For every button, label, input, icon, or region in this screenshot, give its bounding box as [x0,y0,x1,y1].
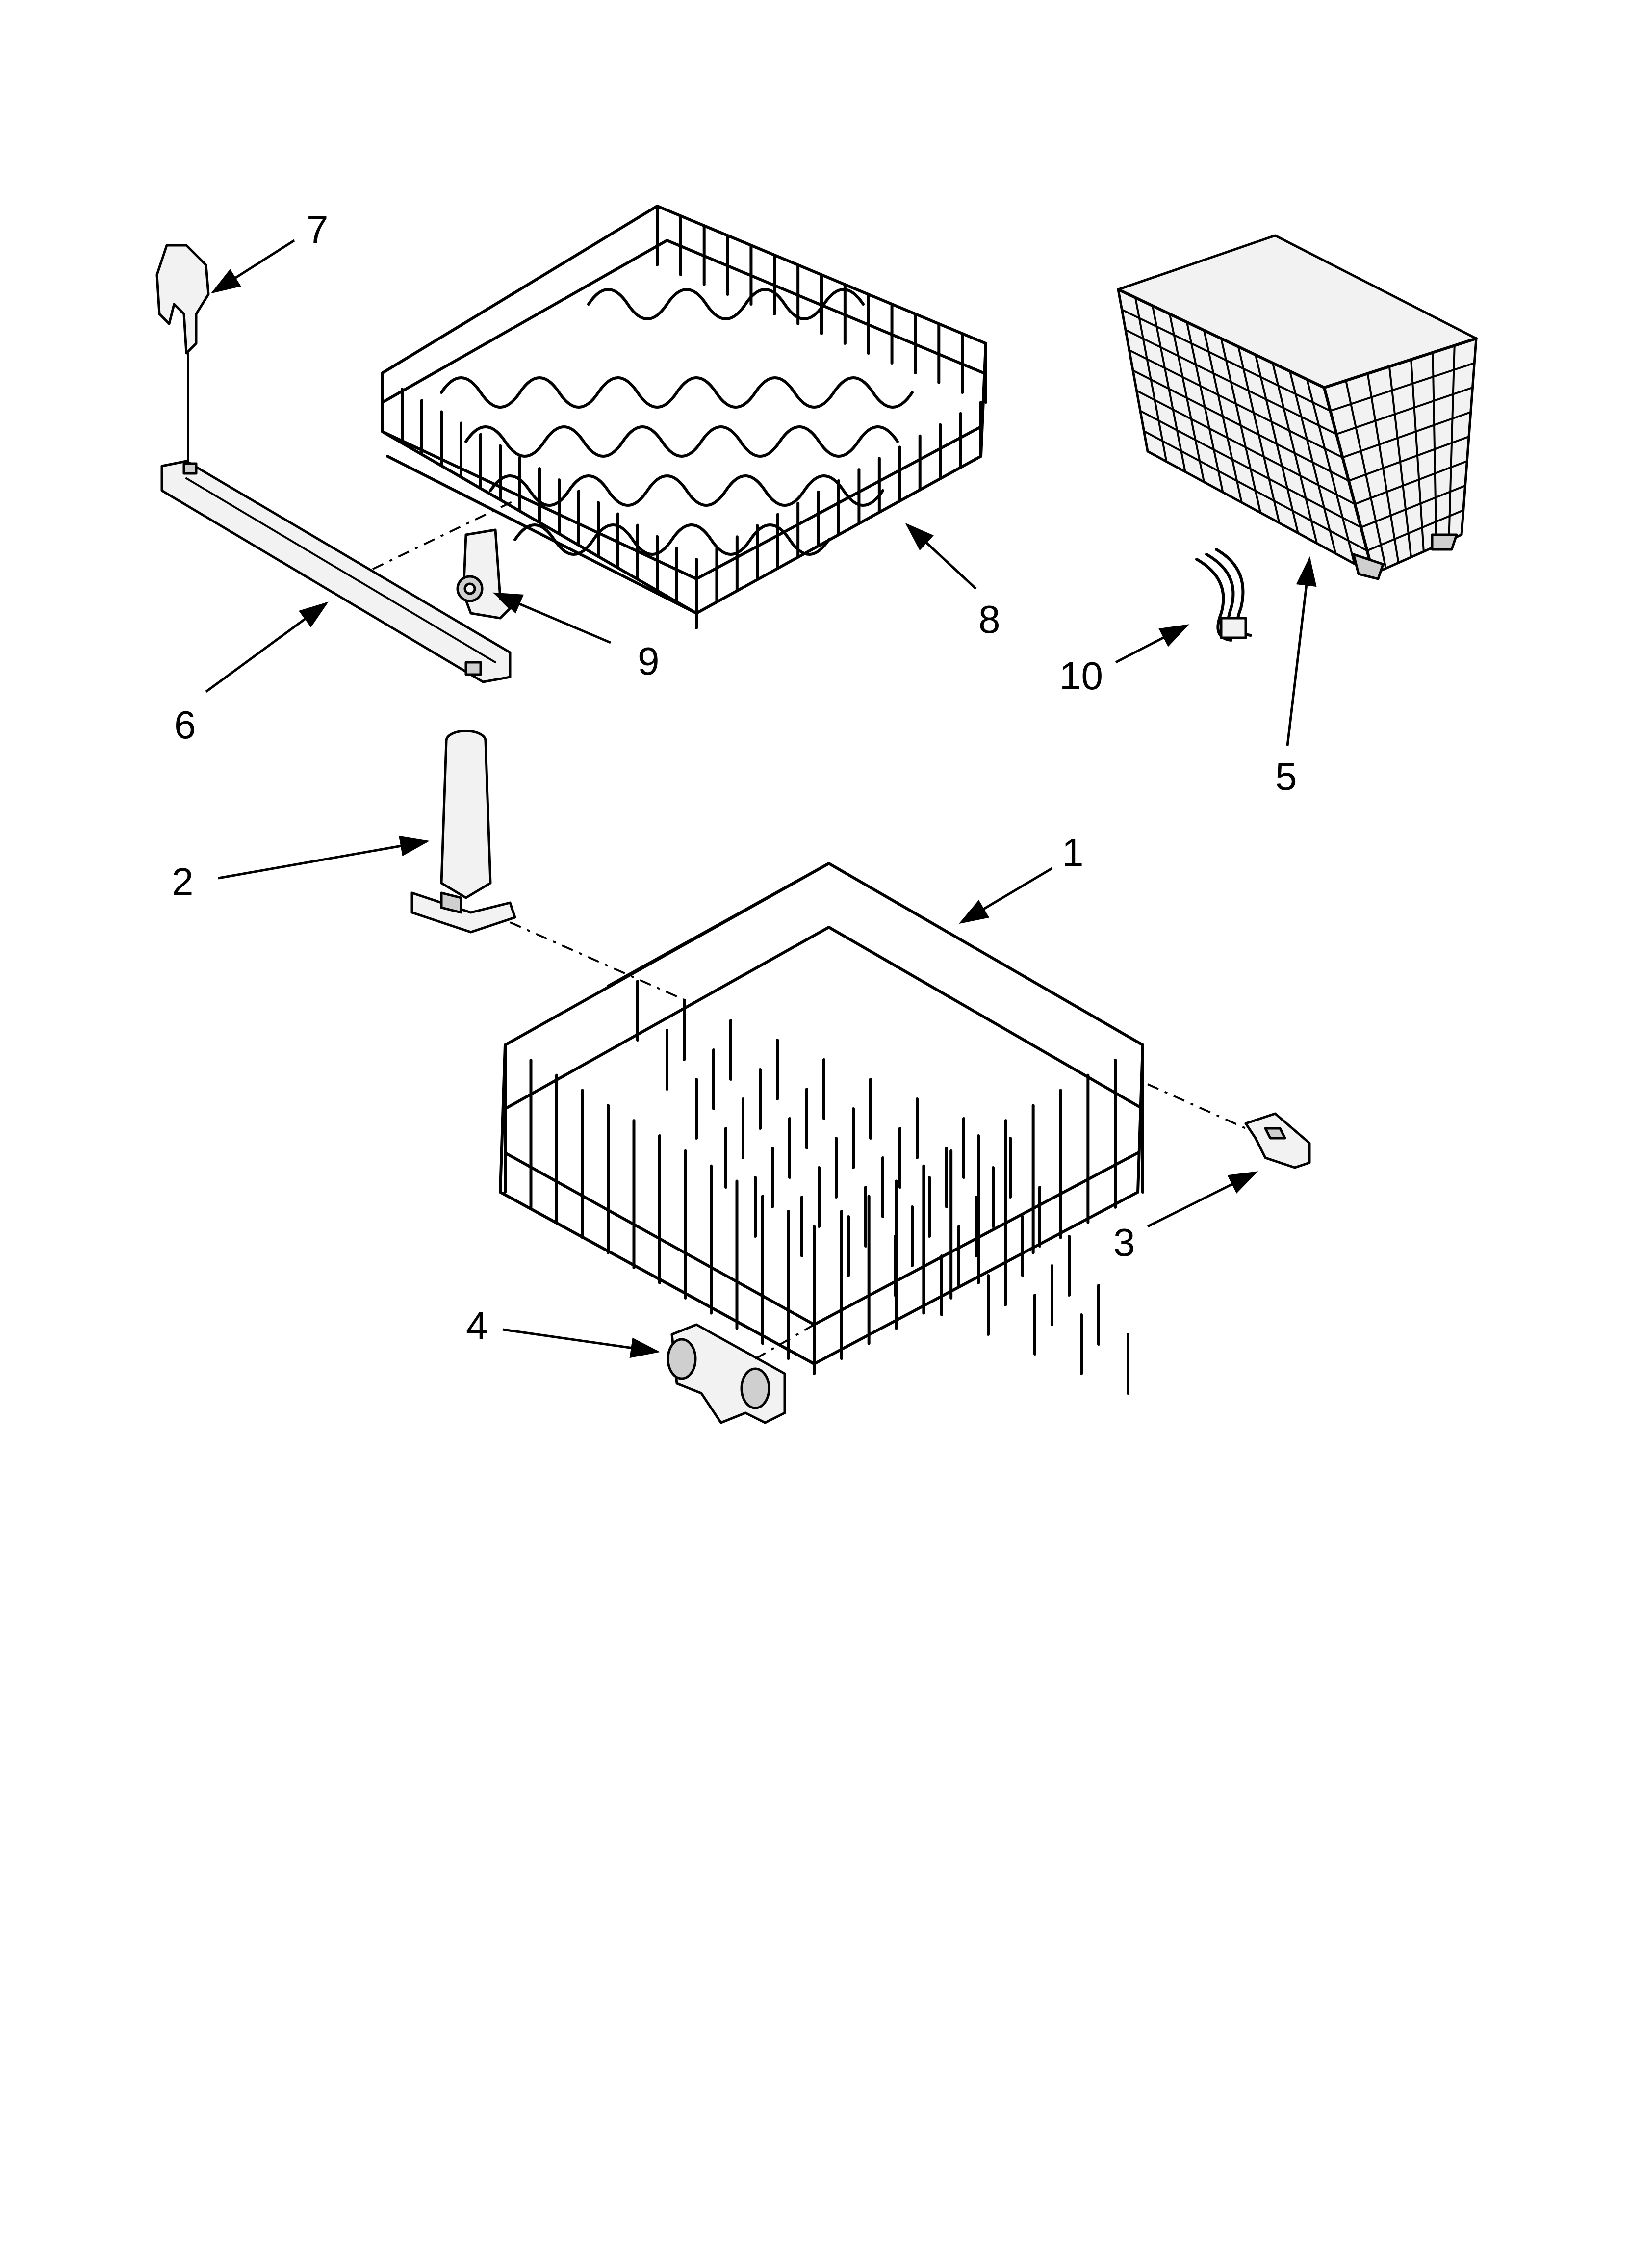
leader-4 [502,1328,660,1358]
leader-10 [1115,624,1190,664]
wire-segment [1366,372,1400,564]
part-1-lower-rack [499,862,1144,1395]
callout-4: 4 [466,1304,488,1348]
alignment-line-1-3 [1147,1083,1246,1129]
callout-10: 10 [1059,654,1103,698]
callout-8: 8 [978,598,1001,641]
alignment-line-4-1 [754,1324,815,1360]
leader-7 [210,239,295,294]
leader-5 [1286,556,1317,746]
wire-segment [1348,436,1470,482]
callout-5: 5 [1275,755,1297,798]
part-5-basket [1117,234,1478,580]
callout-9: 9 [638,639,660,683]
leader-6 [205,601,329,693]
callout-labels: 7 6 9 8 10 5 2 1 3 4 [172,208,1297,1348]
leader-2 [218,835,430,880]
wire-segment [1341,411,1472,459]
wire-segment [1139,410,1362,528]
part-7-clip [155,244,210,462]
callout-7: 7 [307,208,329,251]
part-3-clip [1244,1112,1311,1169]
wire-segment [1143,430,1368,552]
wire-segment [1345,379,1387,570]
wire-segment [1128,349,1344,459]
part-9-adjuster [456,528,512,620]
callout-1: 1 [1062,831,1084,874]
wire-segment [1388,365,1412,558]
callout-6: 6 [174,703,196,747]
leader-8 [905,522,977,590]
wire-segment [1448,344,1456,542]
wire-segment [1135,390,1356,505]
wire-segment [1432,351,1437,547]
wire-segment [1132,369,1350,482]
leader-3 [1147,1171,1258,1228]
part-10-clip [1195,548,1252,642]
wire-segment [1125,329,1337,435]
leader-lines [205,239,1317,1358]
wire-segment [1335,387,1474,435]
callout-3: 3 [1113,1221,1135,1264]
part-6-rail [160,460,512,683]
leader-9 [492,592,611,644]
alignment-line-2-1 [510,921,687,1002]
wire-segment [1354,460,1468,505]
wire-segment [1366,509,1464,552]
wire-segment [1360,485,1466,528]
wire-segment [1329,362,1476,412]
part-4-wheel [667,1323,786,1424]
leader-1 [958,867,1053,924]
wire-segment [1410,358,1425,553]
wire-segment [1121,309,1332,412]
part-2-wash-tube [410,730,516,934]
part-8-upper-rack [381,205,987,629]
callout-2: 2 [172,860,194,904]
